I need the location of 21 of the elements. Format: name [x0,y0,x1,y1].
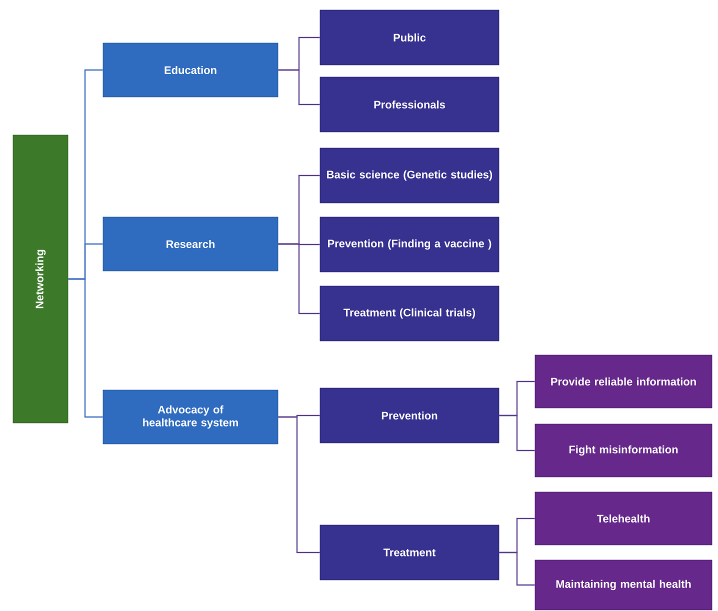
topic-box: Basic science (Genetic studies) [320,148,500,204]
category-box: Research [102,216,278,272]
topic-box: Treatment (Clinical trials) [320,286,500,342]
connector-line [278,243,320,314]
topic-box: Professionals [320,76,500,132]
action-box: Provide reliable information [534,354,712,408]
topic-box: Prevention [320,388,500,444]
action-box: Telehealth [534,492,712,546]
connector-line [278,416,320,554]
connector-line [68,278,103,418]
connector-line [499,552,535,586]
connector-line [278,69,320,106]
root-box: Networking [12,134,68,424]
action-box: Maintaining mental health [534,560,712,610]
category-box: Education [102,42,278,98]
connector-line [499,414,535,452]
category-box: Advocacy of healthcare system [102,390,278,444]
action-box: Fight misinformation [534,424,712,478]
topic-box: Treatment [320,524,500,580]
topic-box: Public [320,10,500,66]
topic-box: Prevention (Finding a vaccine ) [320,216,500,272]
